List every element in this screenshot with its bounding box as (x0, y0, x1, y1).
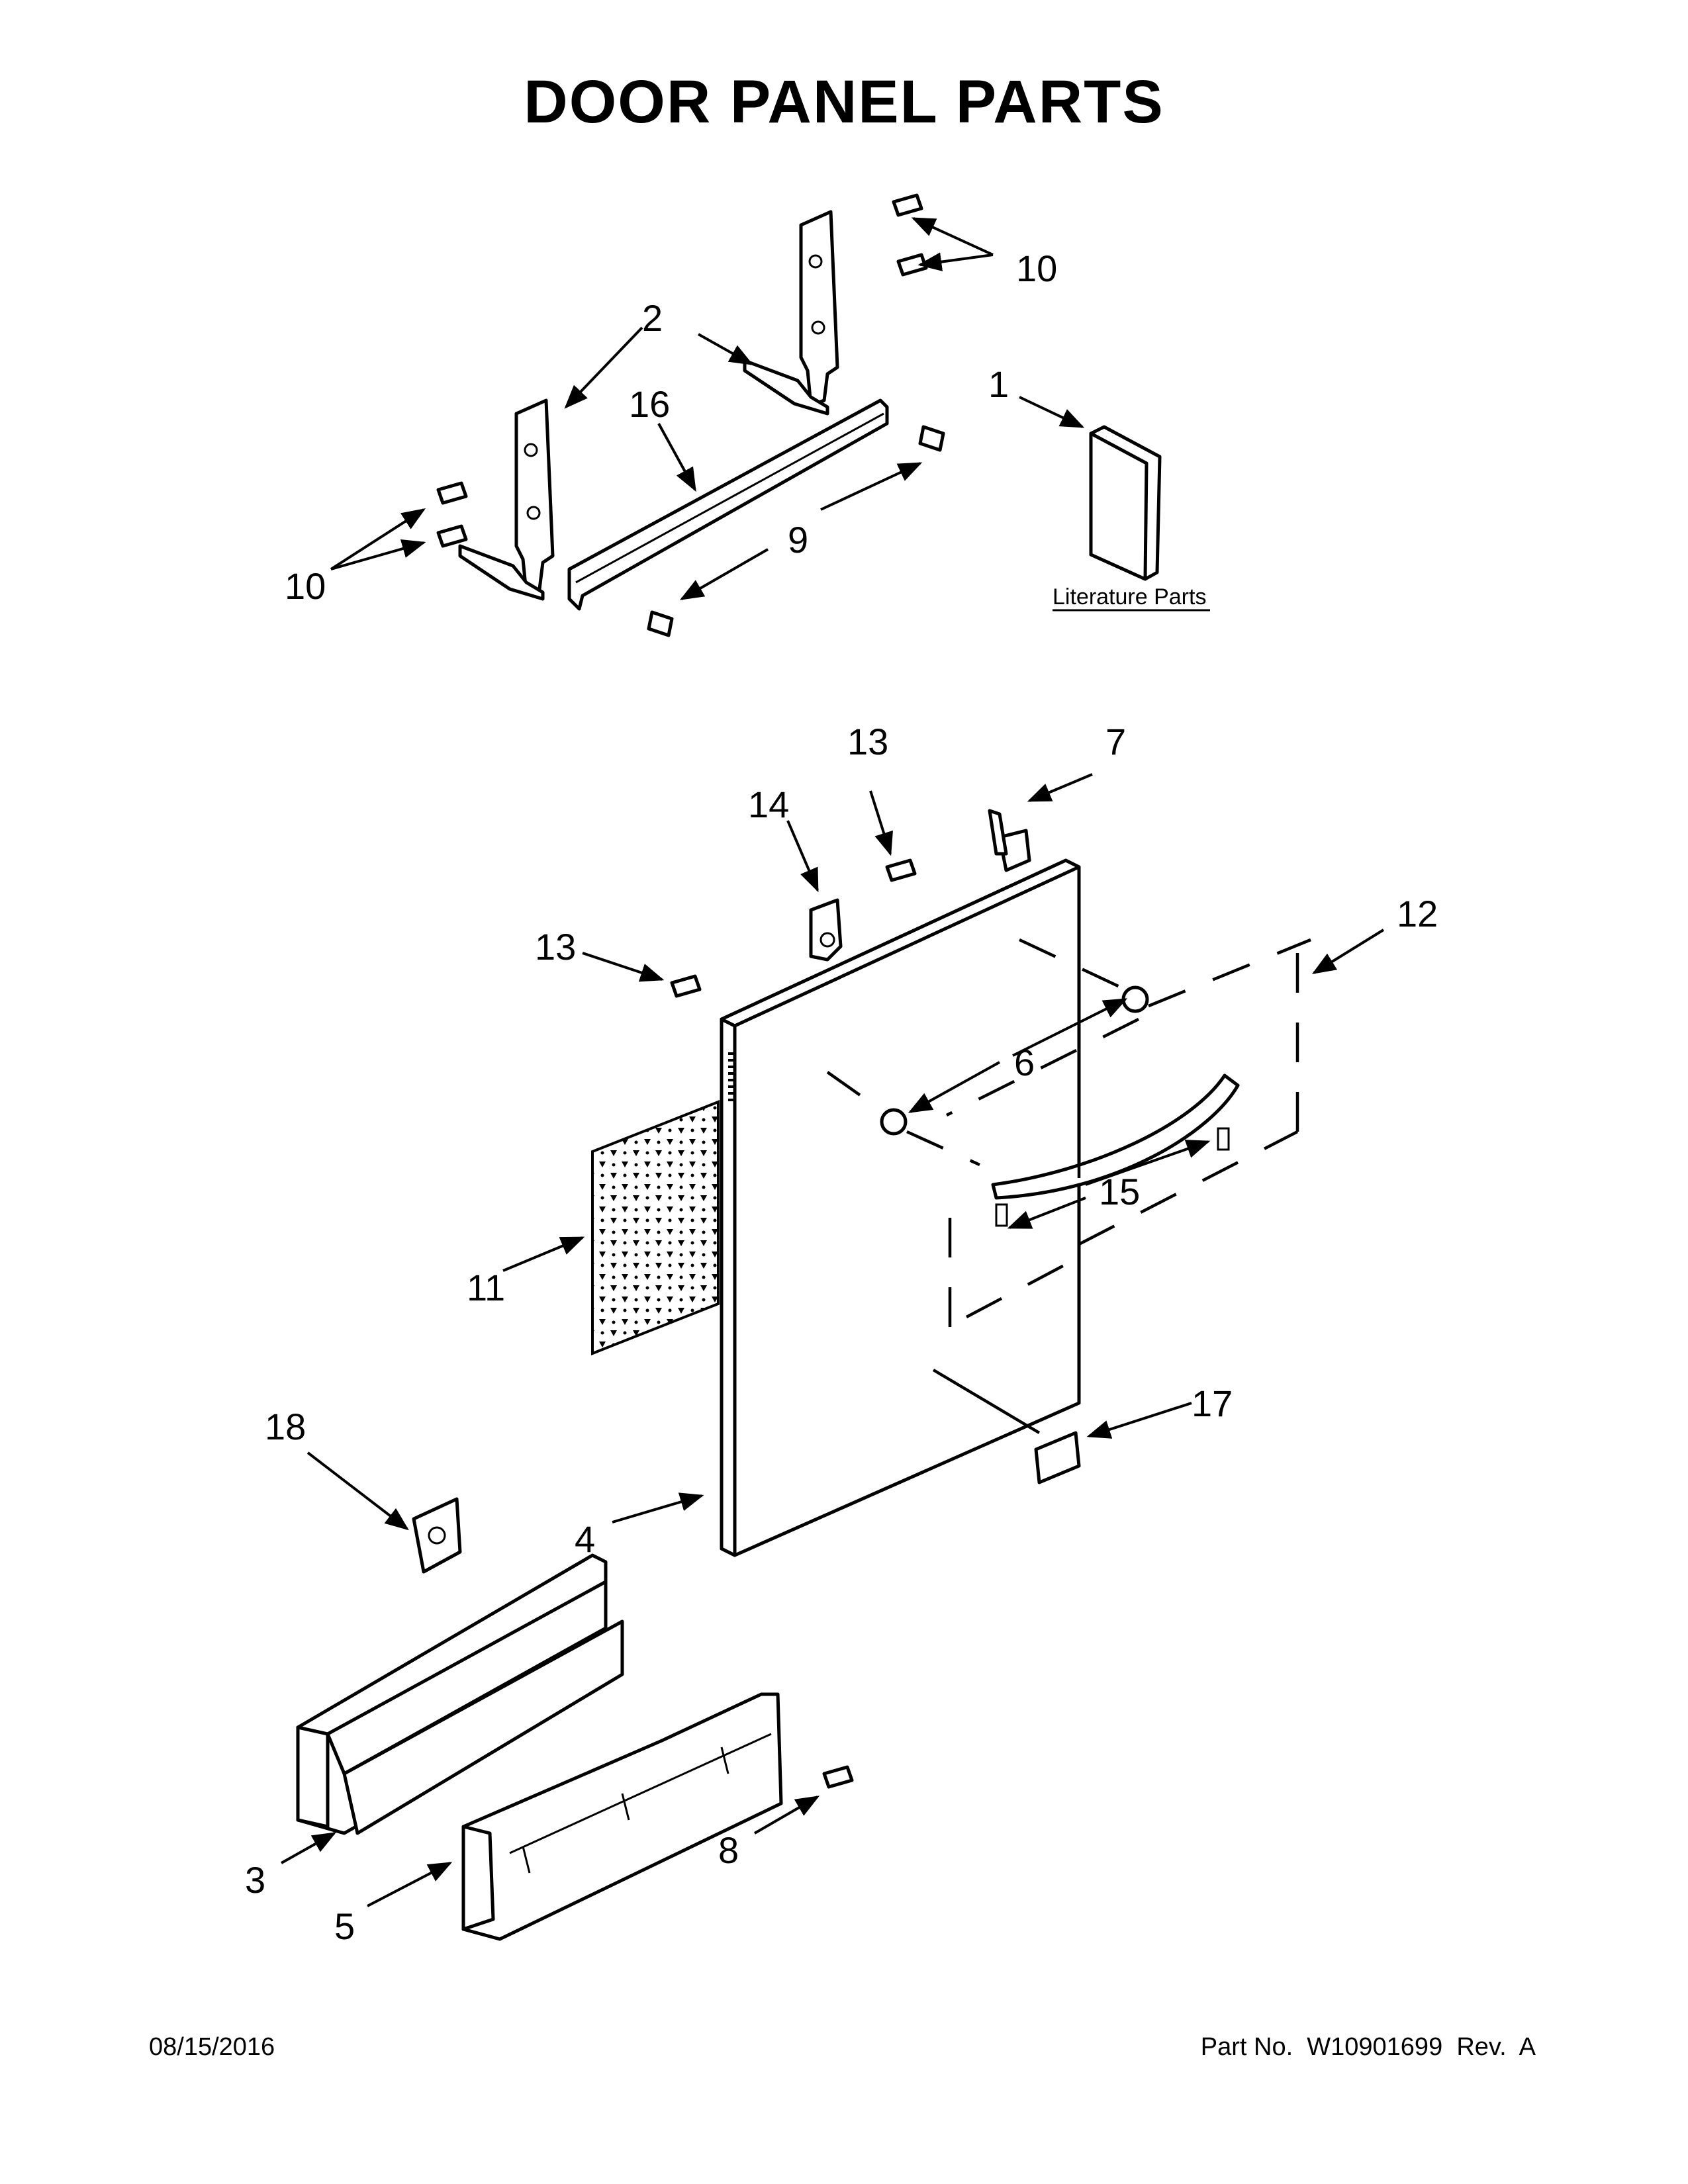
callout-14: 14 (748, 784, 789, 825)
callout-9: 9 (788, 519, 808, 561)
callout-11: 11 (467, 1267, 505, 1308)
callout-5: 5 (334, 1905, 355, 1947)
callout-18: 18 (265, 1406, 306, 1447)
callout-13-left: 13 (535, 926, 576, 968)
callout-labels: 2 1 3 4 5 6 7 8 9 10 10 11 12 13 13 14 1… (245, 248, 1438, 1947)
toe-panel (296, 1553, 624, 1835)
footer-date: 08/15/2016 (149, 2033, 275, 2061)
callout-13-top: 13 (847, 721, 888, 762)
upper-leaders (330, 217, 1085, 600)
door-panel (720, 858, 1081, 1557)
callout-6: 6 (1014, 1042, 1035, 1083)
callout-1-main: 1 (988, 363, 1009, 405)
callout-7: 7 (1105, 721, 1126, 762)
callout-3: 3 (245, 1859, 265, 1901)
callout-4: 4 (575, 1518, 595, 1560)
door-latch (988, 809, 1031, 872)
callout-15: 15 (1099, 1171, 1140, 1212)
kick-plate-bracket (461, 1692, 783, 1941)
vent-bracket (809, 898, 843, 962)
callout-16: 16 (629, 383, 670, 425)
handle-mounting-lines (826, 938, 1311, 1434)
hinge-bracket-right (743, 210, 839, 416)
screws-panel (670, 858, 917, 998)
screws-upper (436, 193, 945, 637)
callout-10-lower: 10 (285, 565, 326, 607)
literature-parts-label: Literature Parts (1053, 584, 1206, 610)
literature-booklet (1089, 425, 1162, 581)
door-insulation (591, 1100, 720, 1355)
mounting-clip (412, 1497, 462, 1574)
callout-2: 2 (642, 297, 663, 339)
callout-8: 8 (718, 1829, 739, 1871)
callout-10-upper: 10 (1016, 248, 1057, 289)
callout-12: 12 (1397, 893, 1438, 934)
door-brace-bar (567, 398, 889, 611)
main-leaders (281, 773, 1385, 1907)
page-title: DOOR PANEL PARTS (524, 68, 1164, 136)
callout-17: 17 (1192, 1383, 1233, 1424)
door-badge (1034, 1431, 1081, 1484)
footer-part-number: Part No. W10901699 Rev. A (1201, 2033, 1536, 2061)
hinge-bracket-left (458, 398, 555, 601)
screw-lower (822, 1765, 854, 1789)
